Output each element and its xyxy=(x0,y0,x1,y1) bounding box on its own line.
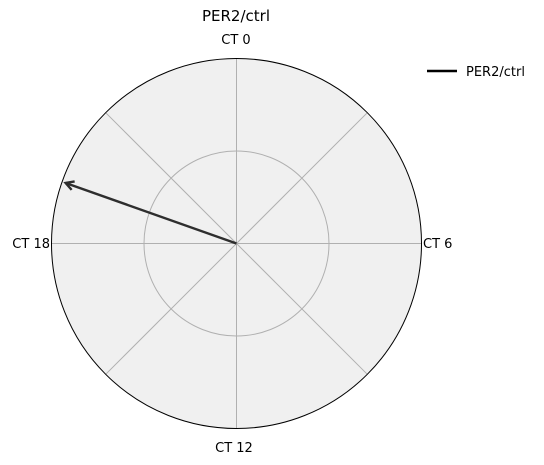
legend: PER2/ctrl xyxy=(427,65,525,80)
tick-label-ct-18: CT 18 xyxy=(12,237,50,252)
tick-label-ct-12: CT 12 xyxy=(215,441,253,456)
vector-line-per2-ctrl xyxy=(65,181,237,245)
vector-arrowhead-per2-ctrl xyxy=(63,180,75,191)
chart-title: PER2/ctrl xyxy=(202,7,270,25)
polar-plot-frame xyxy=(51,58,422,429)
tick-label-ct-6: CT 6 xyxy=(423,237,452,252)
series-group xyxy=(63,180,237,245)
grid-ring-0 xyxy=(143,150,330,337)
polar-grid xyxy=(51,58,422,429)
legend-label-per2-ctrl: PER2/ctrl xyxy=(466,65,525,80)
tick-label-ct-0: CT 0 xyxy=(221,33,250,48)
